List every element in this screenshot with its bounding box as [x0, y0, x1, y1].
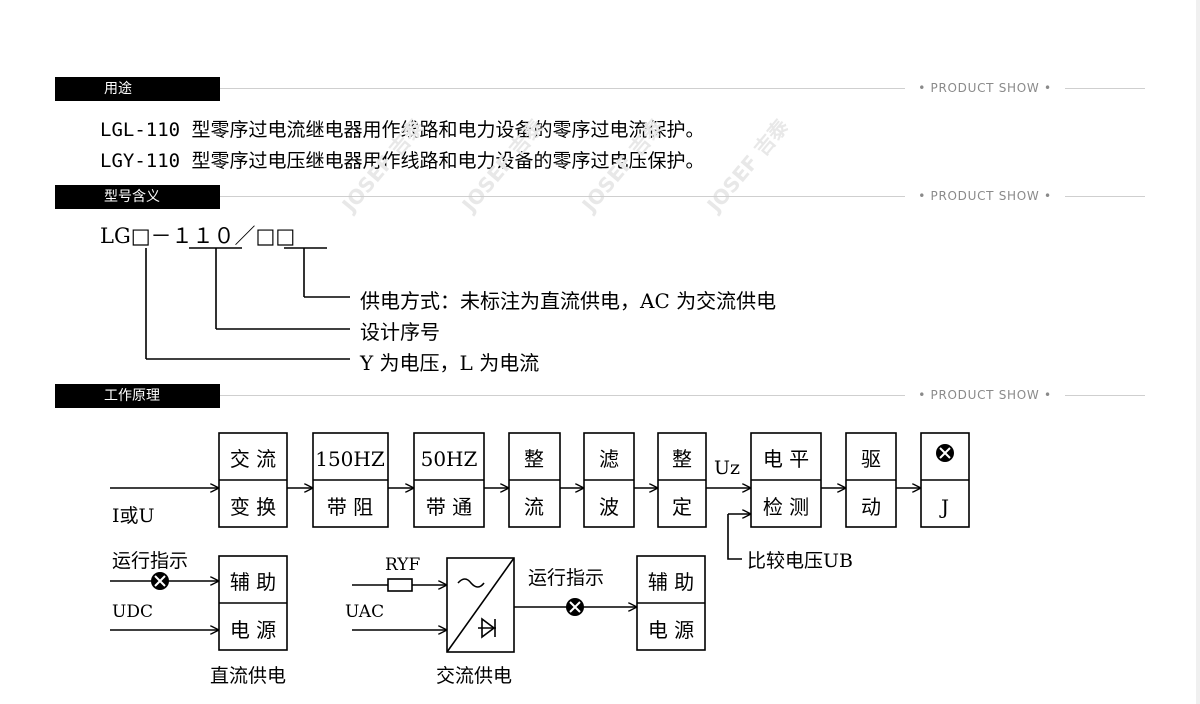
block-label: 电 平: [763, 447, 809, 471]
block-label: 交 流: [230, 447, 276, 471]
section-tag: • PRODUCT SHOW •: [918, 388, 1052, 402]
label-voltage-current: Y 为电压，L 为电流: [360, 351, 540, 375]
block-label: 整: [672, 447, 692, 471]
ac-caption: 交流供电: [436, 665, 512, 687]
ac-lamp-icon: [566, 598, 584, 616]
ac-input-label: UAC: [345, 602, 384, 622]
dc-caption: 直流供电: [210, 665, 286, 687]
block-label: J: [939, 495, 949, 519]
block-label: 电 源: [648, 618, 694, 642]
input-label: I或U: [112, 505, 155, 527]
dc-indicator-label: 运行指示: [112, 550, 188, 572]
label-design-serial: 设计序号: [360, 320, 440, 344]
page-right-border: [1196, 0, 1200, 704]
label-power-mode: 供电方式：未标注为直流供电，AC 为交流供电: [360, 289, 777, 313]
usage-line-lgl: LGL-110 型零序过电流继电器用作线路和电力设备的零序过电流保护。: [100, 119, 705, 141]
section-divider: [220, 88, 905, 89]
block-label: 50HZ: [421, 447, 478, 471]
section-divider: [1065, 88, 1145, 89]
block-ac-rectifier: [446, 557, 515, 653]
usage-line-lgy: LGY-110 型零序过电压继电器用作线路和电力设备的零序过电压保护。: [100, 150, 705, 172]
dc-lamp-icon: [151, 572, 169, 590]
block-label: 整: [524, 447, 544, 471]
compare-voltage-label: 比较电压UB: [747, 550, 853, 572]
block-label: 变 换: [230, 495, 276, 519]
section-divider: [220, 395, 905, 396]
model-code: LG□－１１０／□□: [100, 224, 296, 248]
resistor-label: RYF: [385, 555, 420, 575]
tilde-icon: [457, 578, 485, 588]
section-label-usage: 用途: [55, 77, 220, 101]
block-label: 动: [861, 495, 881, 519]
resistor-ryf: [387, 578, 413, 592]
block-label: 150HZ: [315, 447, 385, 471]
block-label: 带 通: [426, 495, 472, 519]
ac-indicator-label: 运行指示: [528, 567, 604, 589]
section-label-principle: 工作原理: [55, 384, 220, 408]
block-label: 滤: [599, 447, 619, 471]
section-divider: [1065, 196, 1145, 197]
section-tag: • PRODUCT SHOW •: [918, 81, 1052, 95]
block-label: 定: [672, 495, 692, 519]
section-divider: [1065, 395, 1145, 396]
block-label: 驱: [861, 447, 881, 471]
block-label: 辅 助: [230, 570, 276, 594]
relay-lamp-icon: [936, 444, 954, 462]
uz-label: Uz: [714, 457, 740, 479]
block-label: 波: [599, 495, 619, 519]
section-label-model: 型号含义: [55, 185, 220, 209]
section-tag: • PRODUCT SHOW •: [918, 189, 1052, 203]
block-label: 电 源: [230, 618, 276, 642]
block-label: 辅 助: [648, 570, 694, 594]
block-label: 检 测: [763, 495, 809, 519]
dc-input-label: UDC: [112, 602, 153, 622]
block-label: 带 阻: [327, 495, 373, 519]
compare-voltage-lead: [727, 514, 742, 560]
section-divider: [220, 196, 905, 197]
block-label: 流: [524, 495, 544, 519]
